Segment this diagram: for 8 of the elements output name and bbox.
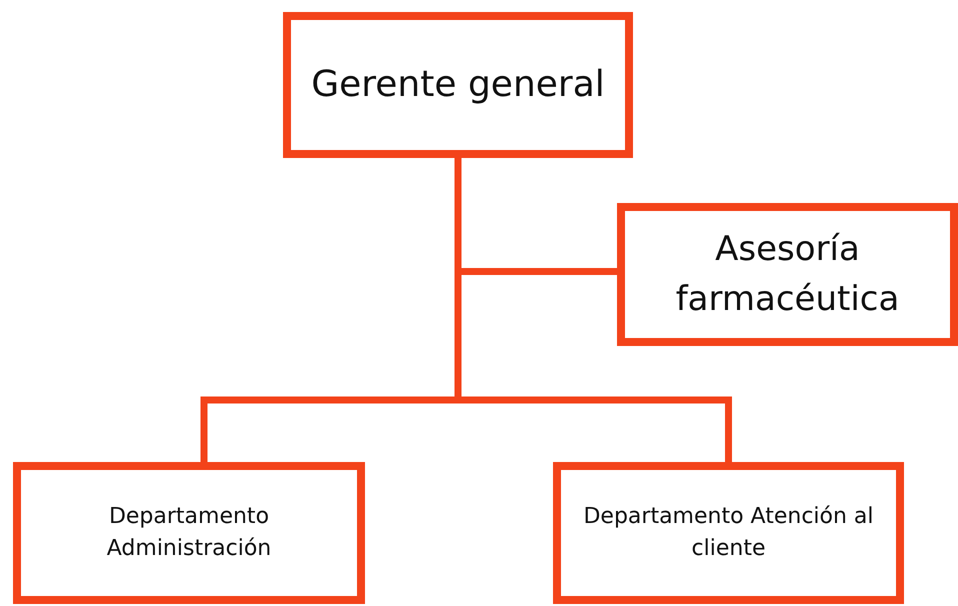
org-box <box>617 203 958 346</box>
org-box <box>283 12 633 158</box>
box-label: Asesoría farmacéutica <box>674 228 900 320</box>
box-label: Departamento Atención al cliente <box>582 503 875 563</box>
box-label: Departamento Administración <box>106 503 272 563</box>
org-box <box>553 462 904 604</box>
org-box <box>13 462 365 604</box>
box-label: Gerente general <box>310 62 606 107</box>
